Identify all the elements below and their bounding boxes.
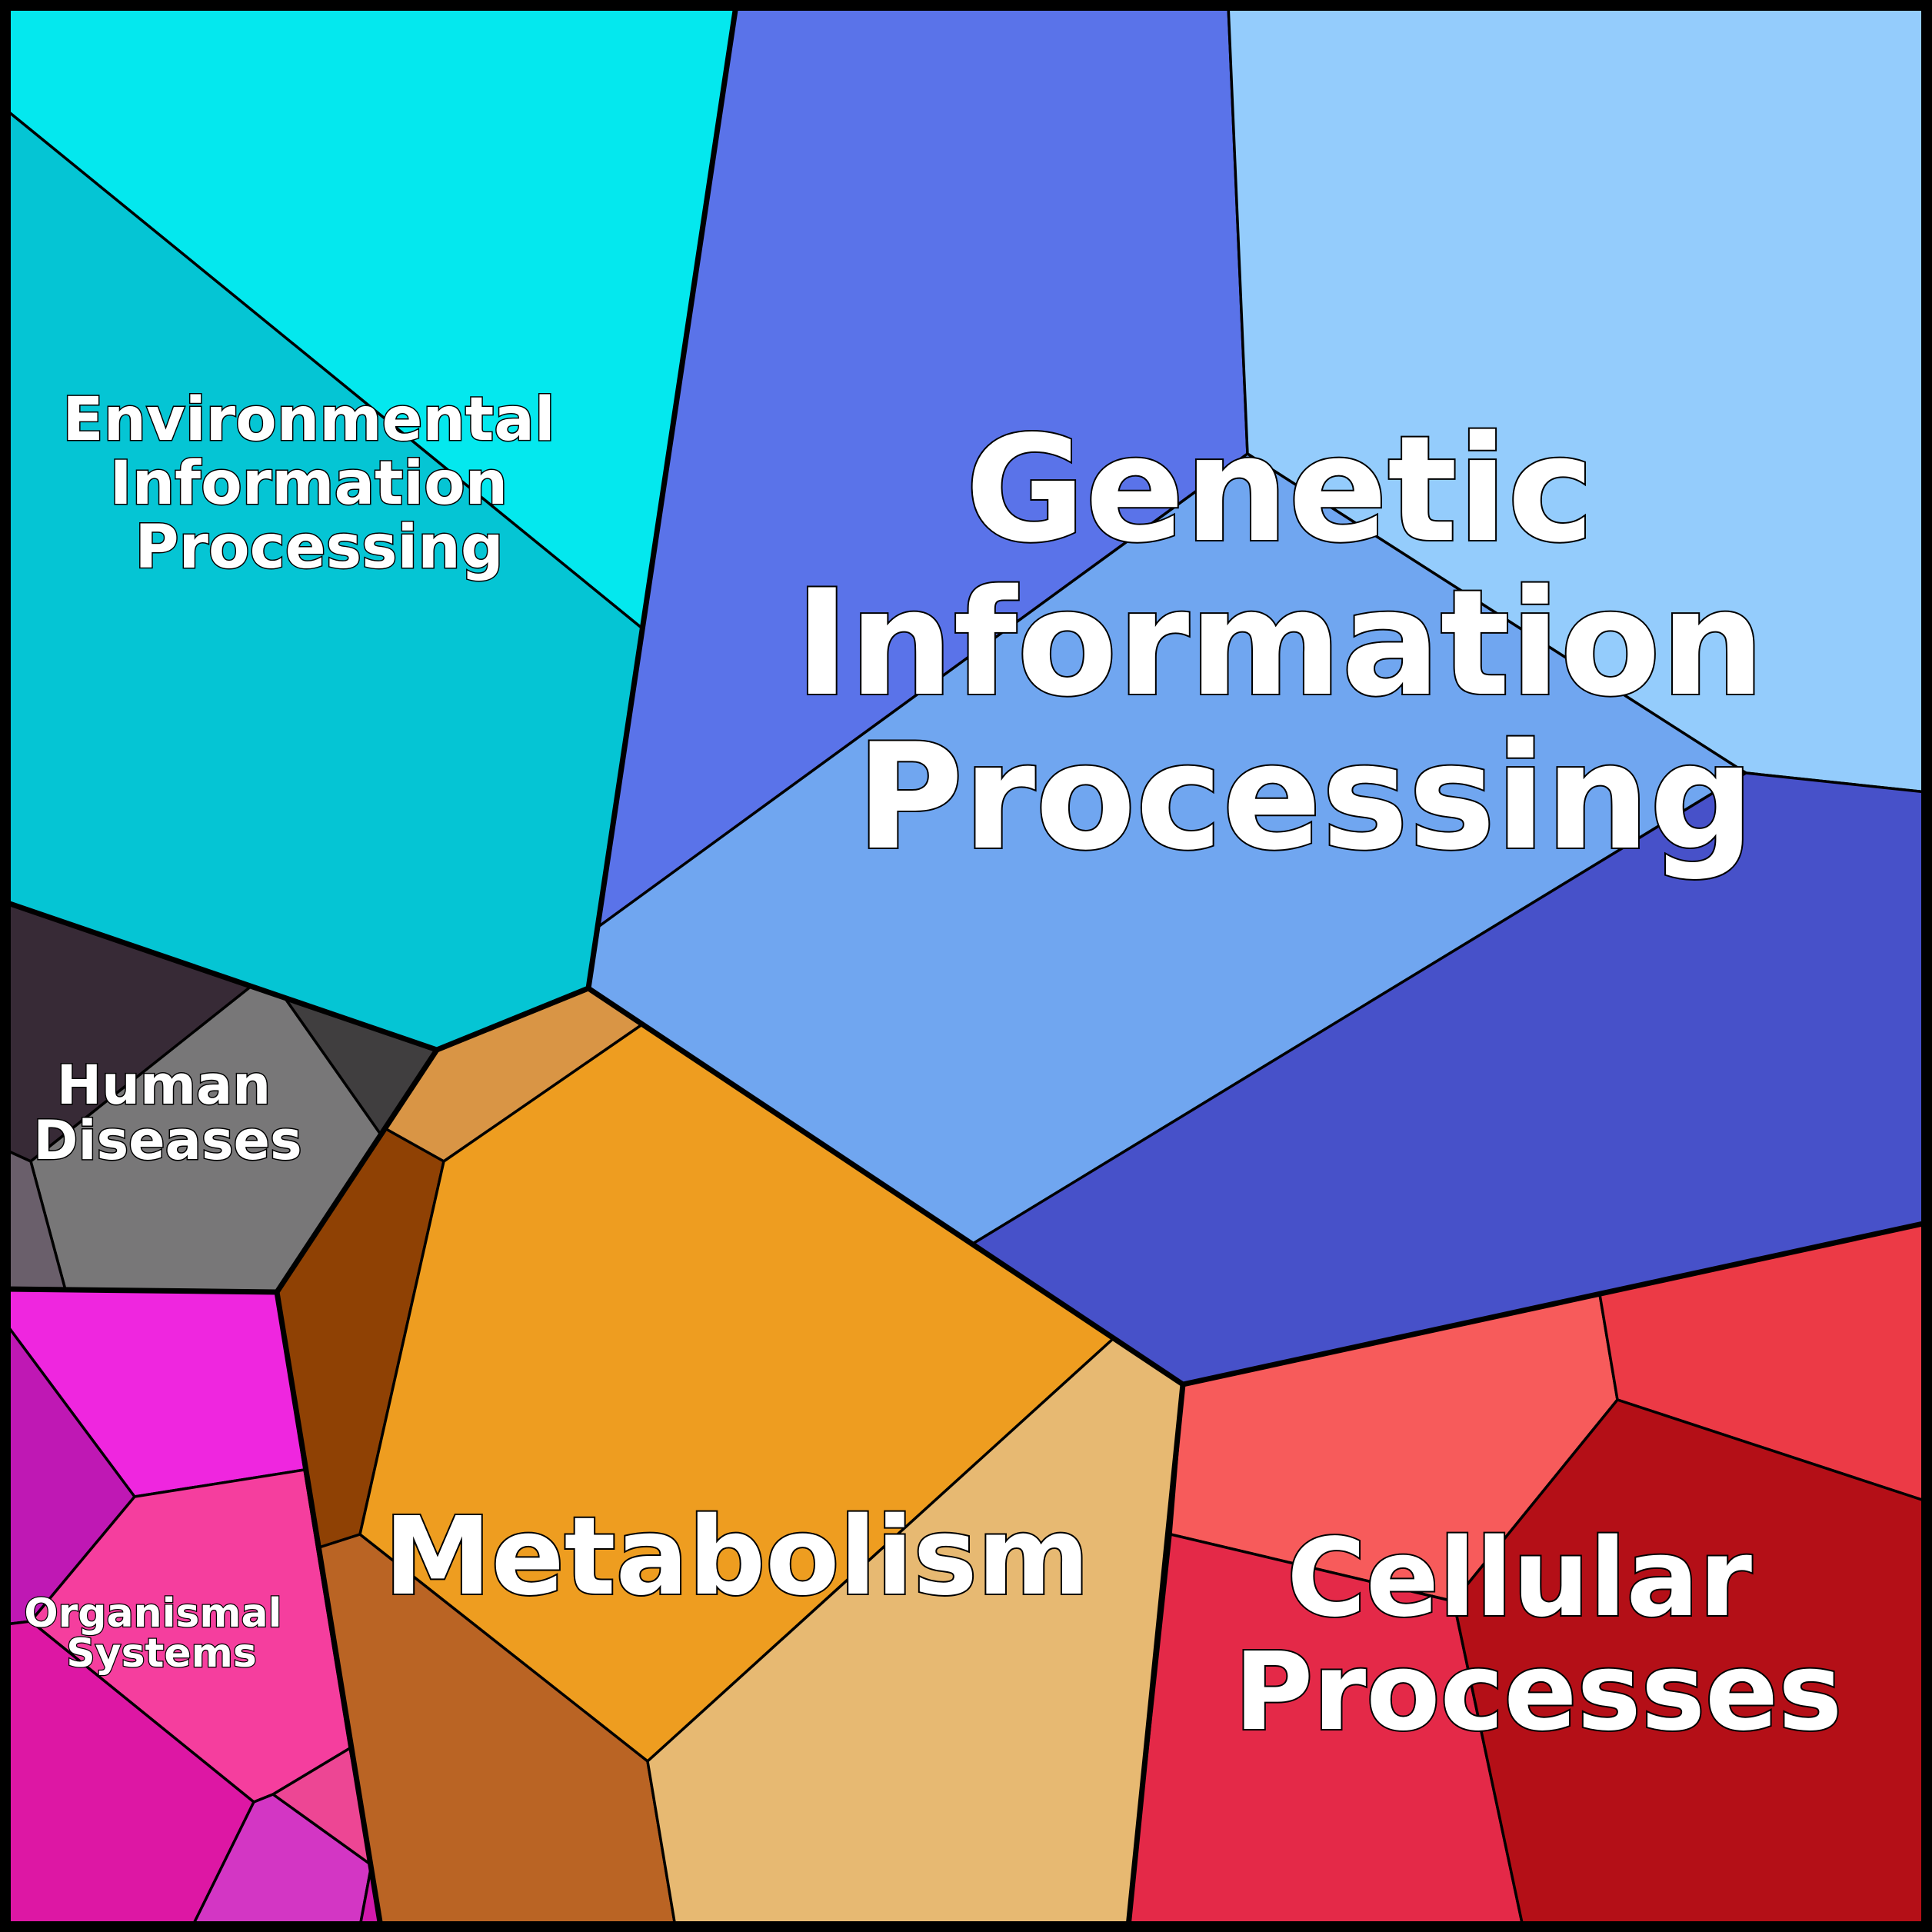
label-cellular-line-1: Cellular <box>1287 1516 1752 1641</box>
metabolism-group <box>275 987 1184 1928</box>
label-environmental-line-1: Environmental <box>62 385 555 455</box>
label-environmental-line-3: Processing <box>135 513 503 582</box>
label-cellular-line-2: Processes <box>1234 1630 1843 1755</box>
organismal-systems-group <box>4 1287 382 1928</box>
label-human-diseases: Human Diseases <box>33 1054 301 1172</box>
label-organismal-line-2: Systems <box>66 1631 257 1677</box>
genetic-information-processing-group <box>587 4 1928 1386</box>
label-genetic-line-2: Information <box>795 558 1765 728</box>
cellular-processes-group <box>1127 1221 1928 1928</box>
label-organismal-line-1: Organismal <box>24 1591 281 1637</box>
label-metabolism: Metabolism <box>384 1494 1089 1620</box>
label-environmental-information-processing: Environmental Information Processing <box>62 385 576 582</box>
label-metabolism-line-1: Metabolism <box>384 1494 1089 1620</box>
label-organismal-systems: Organismal Systems <box>24 1591 295 1677</box>
label-human-line-2: Diseases <box>33 1109 301 1172</box>
label-genetic-line-1: Genetic <box>965 405 1594 575</box>
label-genetic-information-processing: Genetic Information Processing <box>795 405 1816 882</box>
label-genetic-line-3: Processing <box>856 712 1754 882</box>
label-human-line-1: Human <box>57 1054 271 1117</box>
label-cellular-processes: Cellular Processes <box>1234 1516 1843 1755</box>
label-environmental-line-2: Information <box>110 449 508 518</box>
category-borders <box>4 5 1927 1927</box>
category-labels: Genetic Information Processing Environme… <box>23 385 1844 1757</box>
